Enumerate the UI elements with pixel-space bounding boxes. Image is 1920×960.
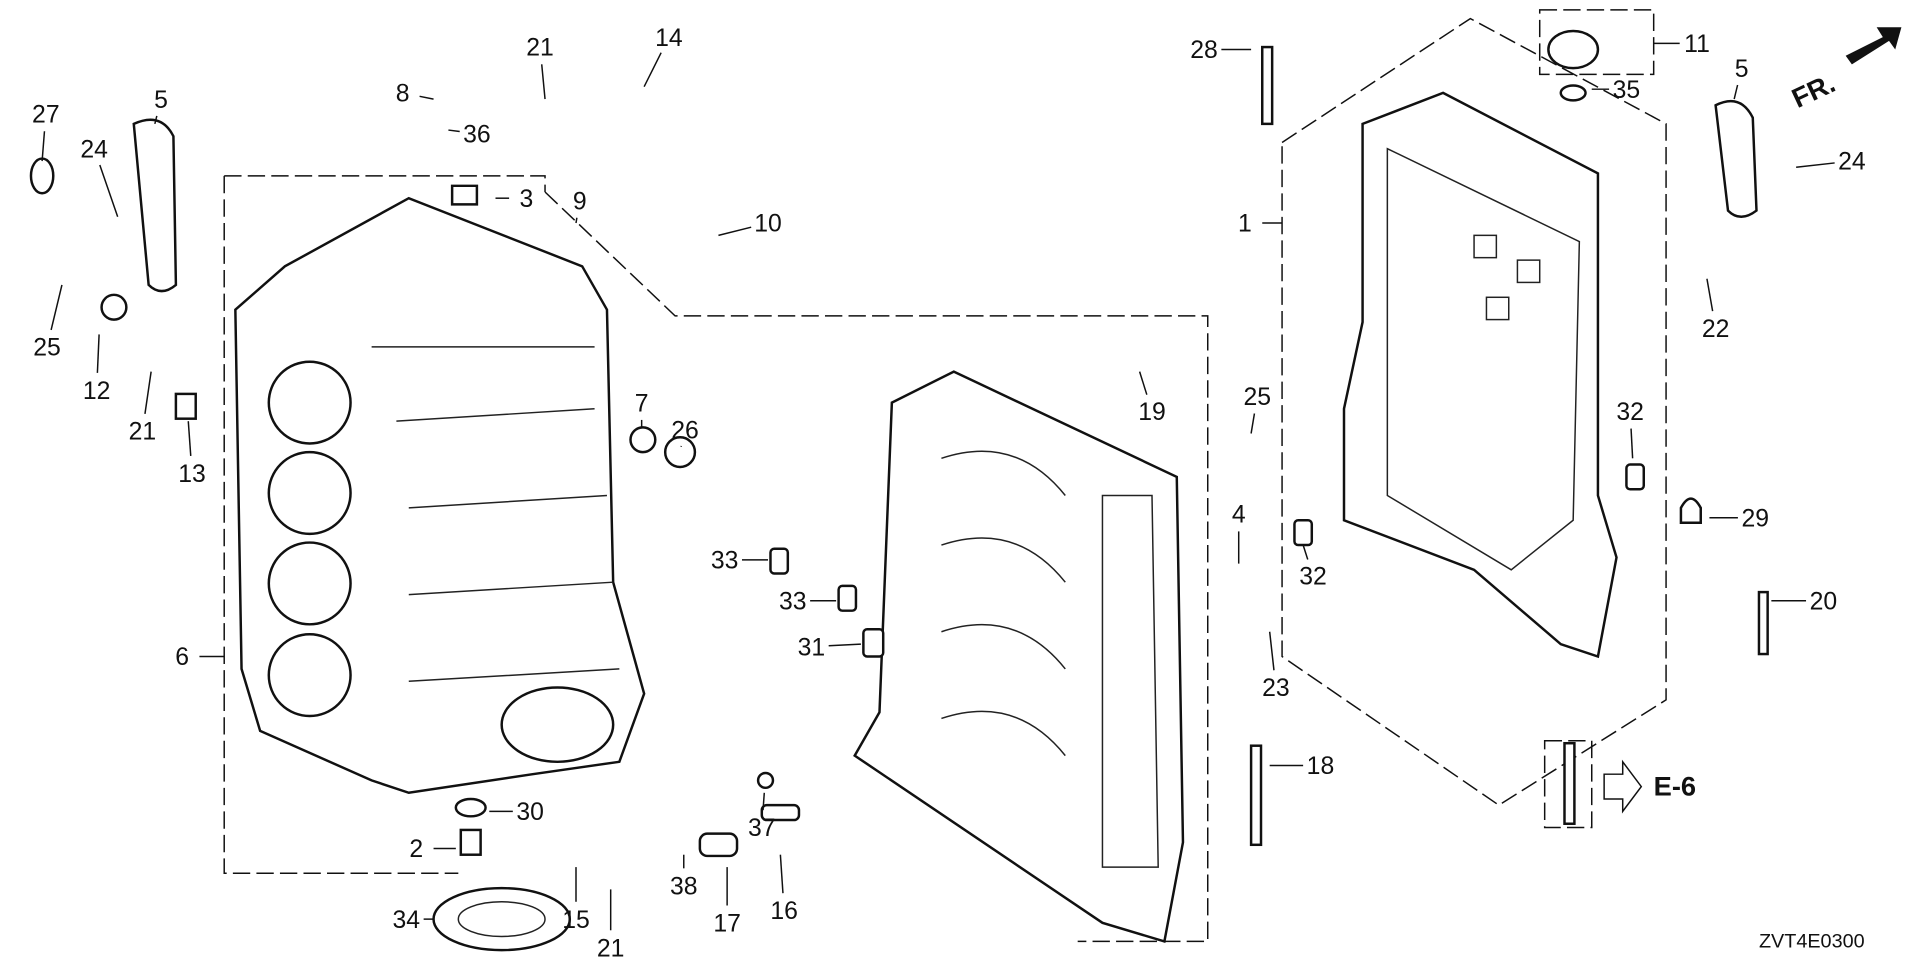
leader-line — [154, 115, 158, 125]
leader-line — [419, 95, 434, 100]
drawing-code: ZVT4E0300 — [1759, 931, 1865, 953]
leader-line — [540, 64, 546, 100]
callout-34[interactable]: 34 — [393, 907, 421, 934]
small-parts — [29, 29, 1769, 952]
crankcase-half — [853, 370, 1185, 944]
callout-22[interactable]: 22 — [1702, 316, 1730, 343]
leader-line — [41, 131, 46, 162]
leader-line — [718, 226, 752, 237]
callout-16[interactable]: 16 — [770, 898, 798, 925]
front-direction-arrow-icon — [1845, 27, 1902, 65]
callout-19[interactable]: 19 — [1138, 399, 1166, 426]
callout-4[interactable]: 4 — [1232, 502, 1246, 529]
callout-36[interactable]: 36 — [463, 121, 491, 148]
callout-21[interactable]: 21 — [597, 935, 625, 960]
callout-31[interactable]: 31 — [798, 634, 826, 661]
leader-lines — [41, 42, 1835, 931]
callout-37[interactable]: 37 — [748, 815, 776, 842]
leader-line — [187, 421, 192, 456]
callout-24[interactable]: 24 — [80, 136, 108, 163]
callout-25[interactable]: 25 — [1244, 384, 1272, 411]
callout-15[interactable]: 15 — [562, 907, 590, 934]
callout-29[interactable]: 29 — [1741, 505, 1769, 532]
crankcase-group-box — [1281, 17, 1667, 807]
callout-21[interactable]: 21 — [526, 35, 554, 62]
leader-line — [50, 284, 63, 331]
leader-line — [828, 643, 861, 647]
leader-line — [1138, 371, 1148, 395]
leader-line — [144, 371, 152, 415]
callout-28[interactable]: 28 — [1190, 37, 1218, 64]
callout-32[interactable]: 32 — [1299, 564, 1327, 591]
leader-line — [779, 854, 784, 894]
callout-6[interactable]: 6 — [175, 644, 189, 671]
callout-21[interactable]: 21 — [129, 419, 157, 446]
callout-11[interactable]: 11 — [1684, 31, 1710, 58]
callout-18[interactable]: 18 — [1307, 753, 1335, 780]
reference-label[interactable]: E-6 — [1654, 770, 1696, 801]
callout-3[interactable]: 3 — [520, 186, 534, 213]
stud-box — [1543, 740, 1593, 829]
leader-line — [1302, 544, 1309, 560]
callout-17[interactable]: 17 — [713, 911, 741, 938]
leader-line — [1706, 278, 1714, 312]
reference-arrow-icon — [1603, 759, 1643, 814]
crankcase-cover — [1342, 91, 1618, 659]
callout-26[interactable]: 26 — [671, 418, 699, 445]
callout-27[interactable]: 27 — [32, 102, 60, 129]
leader-line — [448, 129, 460, 133]
callout-13[interactable]: 13 — [178, 461, 206, 488]
callout-32[interactable]: 32 — [1616, 399, 1644, 426]
cylinder-block — [234, 196, 646, 795]
leader-line — [96, 334, 100, 373]
callout-5[interactable]: 5 — [154, 87, 168, 114]
callout-12[interactable]: 12 — [83, 378, 111, 405]
front-direction-label: FR. — [1787, 67, 1840, 114]
leader-line — [99, 164, 119, 218]
callout-33[interactable]: 33 — [779, 588, 807, 615]
leader-line — [1268, 631, 1275, 671]
leader-line — [1796, 162, 1835, 168]
callout-35[interactable]: 35 — [1613, 77, 1641, 104]
callout-33[interactable]: 33 — [711, 548, 739, 575]
callout-7[interactable]: 7 — [635, 390, 649, 417]
callout-24[interactable]: 24 — [1838, 149, 1866, 176]
callout-8[interactable]: 8 — [396, 81, 410, 108]
leader-line — [762, 792, 766, 811]
callout-5[interactable]: 5 — [1735, 56, 1749, 83]
callout-38[interactable]: 38 — [670, 873, 698, 900]
callout-23[interactable]: 23 — [1262, 675, 1290, 702]
oil-cap-box — [1538, 9, 1655, 76]
leader-line — [575, 217, 578, 224]
callout-1[interactable]: 1 — [1238, 211, 1252, 238]
callout-20[interactable]: 20 — [1810, 588, 1838, 615]
leader-line — [1733, 84, 1739, 100]
callout-30[interactable]: 30 — [516, 799, 544, 826]
callout-14[interactable]: 14 — [655, 25, 683, 52]
callout-2[interactable]: 2 — [409, 836, 423, 863]
leader-line — [1250, 413, 1256, 434]
callout-9[interactable]: 9 — [573, 188, 587, 215]
leader-line — [643, 52, 662, 88]
callout-25[interactable]: 25 — [33, 335, 61, 362]
callout-10[interactable]: 10 — [754, 211, 782, 238]
leader-line — [1630, 428, 1634, 459]
